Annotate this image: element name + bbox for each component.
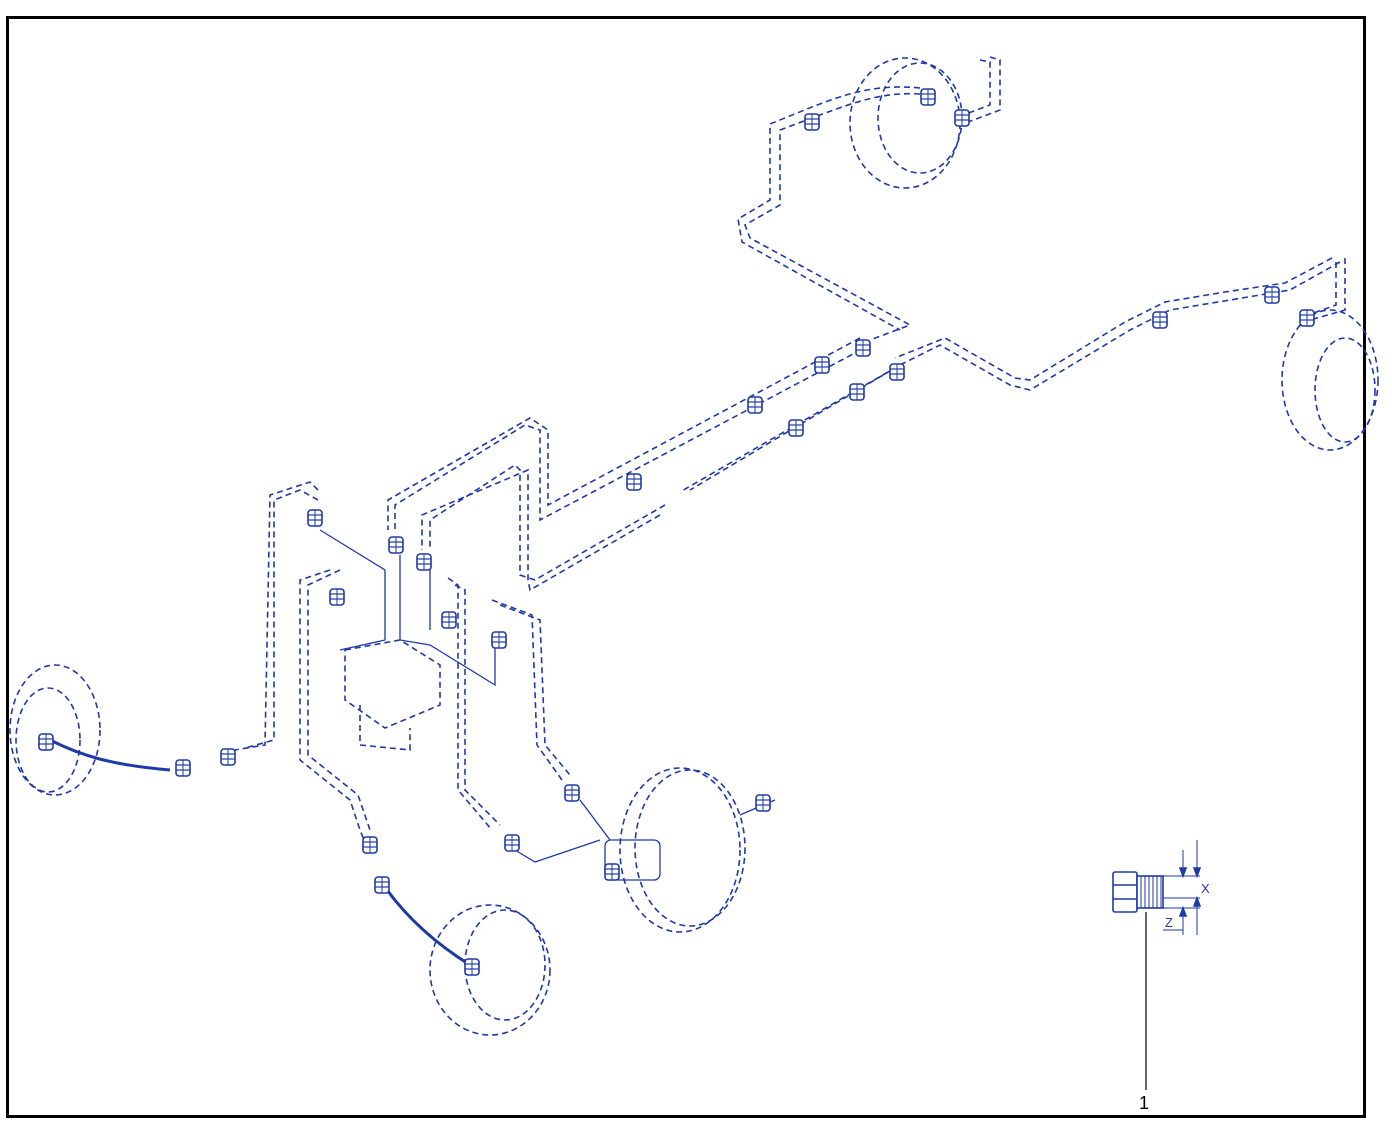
detail-plug — [1112, 840, 1202, 935]
fitting — [504, 834, 520, 852]
front-left-wheel-inner — [15, 687, 81, 793]
fitting — [889, 363, 905, 381]
rear-bottom-flex-hose — [378, 879, 471, 967]
front-disc-pipe-c — [499, 604, 571, 776]
callout-number: 1 — [1139, 1093, 1149, 1113]
plug-threads — [1140, 876, 1162, 908]
fitting — [747, 396, 763, 414]
fitting — [441, 611, 457, 629]
fitting — [755, 794, 771, 812]
fitting — [329, 588, 345, 606]
rear-left-main-pipe-a — [899, 261, 1341, 391]
rear-right-main-pipe-b — [737, 86, 921, 331]
front-disc-pipe-a — [454, 584, 501, 826]
front-brake-disc-outer — [619, 767, 741, 933]
caliper-hose — [514, 839, 601, 863]
plug-hex-head — [1112, 871, 1138, 913]
rear-left-brake-pipe-a — [1309, 258, 1346, 321]
rear-left-brake-pipe-b — [1304, 262, 1337, 317]
fitting — [814, 356, 830, 374]
fitting — [464, 958, 480, 976]
rear-left-wheel-inner — [1314, 337, 1376, 443]
diagonal-pipe-3a — [429, 463, 666, 581]
fitting — [416, 553, 432, 571]
fitting — [307, 509, 323, 527]
rear-bottom-wheel-outer — [429, 904, 551, 1036]
fitting — [855, 339, 871, 357]
arrowhead — [1178, 905, 1188, 917]
front-left-wheel-outer — [9, 664, 101, 796]
master-cylinder-body — [344, 639, 441, 729]
diagonal-pipe-1b — [387, 337, 861, 530]
fitting — [175, 759, 191, 777]
diagonal-pipe-1a — [394, 344, 871, 530]
fitting — [564, 784, 580, 802]
rear-right-main-pipe-a — [744, 92, 931, 341]
bottom-wheel-pipe-b — [307, 569, 371, 831]
front-left-pipe-b — [244, 489, 319, 749]
fitting — [849, 383, 865, 401]
rear-left-main-pipe-b — [894, 257, 1333, 381]
caliper-hose-2 — [579, 799, 611, 841]
fitting — [388, 536, 404, 554]
bracket-line-1 — [319, 529, 386, 651]
fitting — [604, 863, 620, 881]
diagram-frame — [6, 16, 1366, 1118]
arrowhead — [1192, 867, 1202, 879]
front-disc-pipe-d — [491, 599, 563, 781]
fitting — [788, 419, 804, 437]
front-left-pipe-a — [234, 481, 319, 751]
fitting — [1264, 286, 1280, 304]
brake-lines — [9, 56, 1379, 1036]
pipe-fittings — [38, 88, 1315, 976]
diagonal-pipe-3b — [421, 468, 661, 592]
master-cylinder-base — [359, 705, 411, 751]
fitting — [1299, 309, 1315, 327]
bracket-line-2 — [399, 555, 496, 687]
rear-right-wheel-inner — [877, 62, 963, 174]
arrowhead — [1192, 895, 1202, 907]
fitting — [374, 876, 390, 894]
dimension-label-z: Z — [1165, 915, 1173, 930]
front-caliper — [604, 839, 661, 881]
front-disc-pipe-b — [447, 577, 493, 831]
rear-right-brake-pipe-a — [959, 56, 1001, 126]
front-brake-disc-inner — [634, 769, 746, 927]
front-left-flex-hose — [49, 738, 171, 772]
solid-linework — [49, 529, 776, 967]
arrowhead — [1178, 867, 1188, 879]
fitting — [626, 473, 642, 491]
fitting — [38, 733, 54, 751]
rear-right-brake-pipe-b — [954, 59, 991, 119]
fitting — [954, 109, 970, 127]
rear-bottom-wheel-inner — [464, 909, 546, 1021]
fitting — [920, 88, 936, 106]
fitting — [362, 836, 378, 854]
dimension-label-x: X — [1201, 881, 1210, 896]
fitting — [804, 113, 820, 131]
fitting — [1152, 311, 1168, 329]
fitting — [491, 631, 507, 649]
rear-left-wheel-outer — [1281, 309, 1379, 451]
bottom-wheel-pipe-a — [299, 569, 369, 851]
fitting — [220, 748, 236, 766]
